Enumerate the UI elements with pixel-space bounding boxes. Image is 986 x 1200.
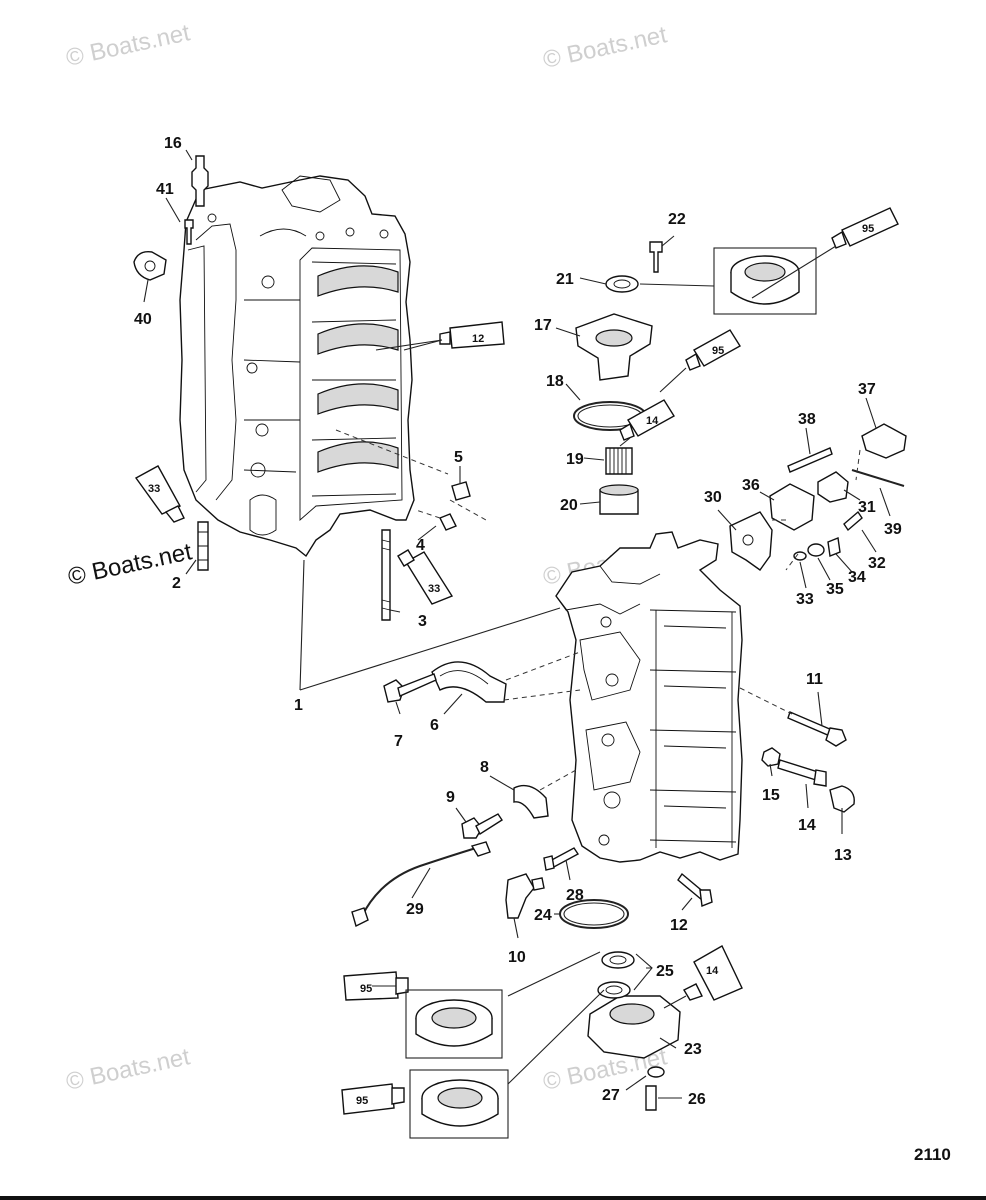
detail-box-seal-top <box>713 247 817 315</box>
callout-40: 40 <box>134 311 152 328</box>
callout-5: 5 <box>454 449 463 466</box>
callout-6: 6 <box>430 717 439 734</box>
detail-boxes <box>405 247 817 1139</box>
callout-30: 30 <box>704 489 722 506</box>
callout-25: 25 <box>656 963 674 980</box>
tube-label: 33 <box>148 483 160 495</box>
sealant-tube: 12 <box>439 321 505 349</box>
callout-7: 7 <box>394 733 403 750</box>
callout-15: 15 <box>762 787 780 804</box>
tube-label: 95 <box>862 223 874 235</box>
callout-4: 4 <box>416 537 425 554</box>
diagram-number: 2110 <box>914 1145 951 1164</box>
footer-rule <box>0 1196 986 1200</box>
callout-31: 31 <box>858 499 876 516</box>
callout-39: 39 <box>884 521 902 538</box>
crankcase-cover-drawing <box>555 531 743 863</box>
callout-numbers: 1 2 3 4 5 6 7 8 9 10 11 12 13 14 15 16 1… <box>134 135 902 1108</box>
callout-32: 32 <box>868 555 886 572</box>
sealant-tube: 33 <box>134 465 185 523</box>
sealant-tube: 33 <box>397 549 454 605</box>
tube-label: 95 <box>712 345 724 357</box>
tube-label: 33 <box>428 583 440 595</box>
callout-29: 29 <box>406 901 424 918</box>
callout-27: 27 <box>602 1087 620 1104</box>
tube-label: 14 <box>706 965 719 977</box>
callout-18: 18 <box>546 373 564 390</box>
callout-33: 33 <box>796 591 814 608</box>
watermarks: © Boats.net © Boats.net © Boats.net © Bo… <box>64 19 670 1096</box>
sealant-tubes: 95 12 95 14 33 33 <box>134 207 899 1115</box>
callout-38: 38 <box>798 411 816 428</box>
sealant-tube: 95 <box>343 971 409 1001</box>
cylinder-block-drawing <box>179 175 415 558</box>
tube-label: 95 <box>356 1095 368 1107</box>
callout-3: 3 <box>418 613 427 630</box>
detail-box-seal-lower <box>405 989 503 1059</box>
callout-22: 22 <box>668 211 686 228</box>
callout-16: 16 <box>164 135 182 152</box>
callout-37: 37 <box>858 381 876 398</box>
callout-2: 2 <box>172 575 181 592</box>
callout-8: 8 <box>480 759 489 776</box>
sealant-tube: 14 <box>619 399 675 441</box>
callout-35: 35 <box>826 581 844 598</box>
watermark: © Boats.net <box>64 1043 193 1096</box>
watermark: © Boats.net <box>541 21 670 74</box>
leader-lines <box>143 149 891 1099</box>
callout-24: 24 <box>534 907 552 924</box>
tube-label: 14 <box>646 415 659 427</box>
sealant-tube: 14 <box>683 945 743 1001</box>
callout-11: 11 <box>806 671 823 688</box>
callout-10: 10 <box>508 949 526 966</box>
sealant-tube: 95 <box>831 207 899 249</box>
callout-21: 21 <box>556 271 574 288</box>
callout-9: 9 <box>446 789 455 806</box>
callout-17: 17 <box>534 317 552 334</box>
callout-20: 20 <box>560 497 578 514</box>
sealant-tube: 95 <box>685 329 741 371</box>
callout-41: 41 <box>156 181 174 198</box>
callout-34: 34 <box>848 569 866 586</box>
callout-26: 26 <box>688 1091 706 1108</box>
callout-19: 19 <box>566 451 584 468</box>
watermark: © Boats.net <box>64 19 193 72</box>
tube-label: 12 <box>472 333 484 345</box>
callout-1: 1 <box>294 697 303 714</box>
callout-12: 12 <box>670 917 688 934</box>
callout-13: 13 <box>834 847 852 864</box>
detail-box-seal-bottom <box>409 1069 509 1139</box>
sealant-tube: 95 <box>341 1083 405 1115</box>
tube-label: 95 <box>360 983 372 995</box>
callout-14: 14 <box>798 817 816 834</box>
callout-36: 36 <box>742 477 760 494</box>
callout-23: 23 <box>684 1041 702 1058</box>
callout-28: 28 <box>566 887 584 904</box>
